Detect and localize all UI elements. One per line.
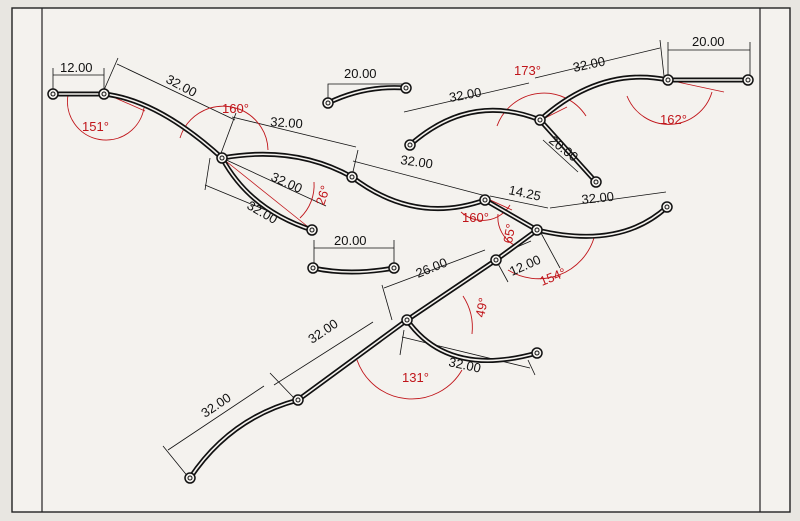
node	[306, 224, 318, 236]
dim-label: 32.00	[572, 53, 607, 74]
node	[662, 74, 674, 86]
dim-label: 32.00	[448, 85, 483, 105]
node	[490, 254, 502, 266]
node	[590, 176, 602, 188]
angle-label: 160°	[462, 210, 489, 225]
dim-label: 32.00	[447, 354, 482, 375]
node	[479, 194, 491, 206]
angle-label: 131°	[402, 370, 429, 385]
dim-label: 20.00	[334, 233, 367, 248]
node	[292, 394, 304, 406]
node	[47, 88, 59, 100]
node	[346, 171, 358, 183]
angle-label: 26°	[313, 184, 333, 207]
dim-label: 20.00	[344, 66, 377, 81]
pipe-runs	[50, 74, 751, 481]
angle-label: 162°	[660, 112, 687, 127]
node	[216, 152, 228, 164]
dim-label: 32.00	[270, 114, 304, 131]
paper-sheet	[11, 7, 791, 513]
angle-arcs	[67, 79, 725, 400]
node	[531, 347, 543, 359]
node	[322, 97, 334, 109]
node	[388, 262, 400, 274]
dimension-lines	[52, 39, 751, 479]
node	[98, 88, 110, 100]
angle-labels: 151° 160° 26° 160° 65° 173° 162° 154° 49…	[82, 63, 687, 385]
node	[184, 472, 196, 484]
node	[531, 224, 543, 236]
dim-label: 20.00	[692, 34, 725, 49]
angle-label: 173°	[514, 63, 541, 78]
node	[661, 201, 673, 213]
node	[401, 314, 413, 326]
dim-label: 32.00	[581, 189, 615, 207]
angle-label: 160°	[222, 101, 249, 116]
angle-label: 49°	[472, 296, 491, 318]
angle-label: 151°	[82, 119, 109, 134]
dim-label: 14.25	[507, 182, 542, 203]
angle-label: 65°	[500, 223, 518, 245]
dim-label: 32.00	[400, 152, 434, 171]
node	[534, 114, 546, 126]
pipe-nodes	[47, 74, 754, 484]
node	[404, 139, 416, 151]
node	[400, 82, 412, 94]
node	[742, 74, 754, 86]
node	[307, 262, 319, 274]
dim-label: 12.00	[60, 60, 93, 75]
